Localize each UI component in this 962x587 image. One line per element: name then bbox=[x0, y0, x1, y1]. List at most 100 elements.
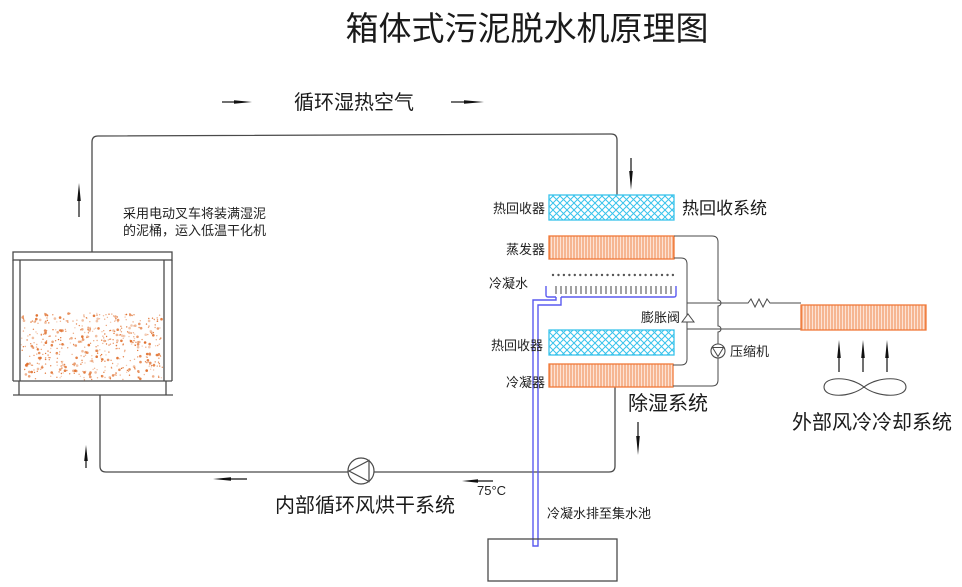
sludge-particle bbox=[120, 367, 123, 370]
sludge-particle bbox=[83, 376, 85, 379]
bottom-air-duct bbox=[99, 387, 616, 473]
sludge-particle bbox=[156, 319, 159, 321]
forklift-note-line-1: 采用电动叉车将装满湿泥 bbox=[123, 206, 266, 222]
sludge-particle bbox=[81, 359, 83, 361]
external-fan-icon bbox=[823, 378, 907, 396]
sludge-particle bbox=[112, 315, 115, 317]
sludge-particle bbox=[119, 358, 121, 360]
sludge-particle bbox=[98, 314, 101, 316]
condensate-droplet bbox=[562, 273, 566, 277]
sludge-particle bbox=[149, 363, 151, 366]
sludge-particle bbox=[105, 314, 107, 316]
condensate-droplet bbox=[595, 273, 598, 277]
sludge-particle bbox=[95, 349, 98, 353]
sludge-particle bbox=[82, 370, 84, 373]
sludge-particle bbox=[103, 337, 105, 339]
sludge-particle bbox=[62, 363, 65, 367]
circulating-air-label-group: 循环湿热空气 bbox=[222, 90, 484, 114]
condensate-droplet bbox=[639, 273, 642, 277]
sludge-particle bbox=[139, 377, 142, 381]
expansion-valve-icon bbox=[681, 313, 695, 323]
condensate-droplet bbox=[611, 273, 615, 277]
sludge-particle bbox=[103, 330, 105, 332]
sludge-particle bbox=[91, 330, 94, 332]
sludge-particle bbox=[21, 316, 25, 319]
sludge-particle bbox=[92, 314, 96, 318]
sludge-particle bbox=[86, 336, 88, 339]
sludge-particle bbox=[52, 373, 54, 375]
sludge-particle bbox=[78, 373, 80, 375]
condensate-droplets bbox=[551, 273, 675, 277]
sludge-particle bbox=[148, 342, 151, 346]
sludge-particle bbox=[58, 368, 62, 371]
sludge-particle bbox=[111, 362, 114, 365]
sludge-particle bbox=[160, 317, 163, 321]
sludge-particle bbox=[50, 365, 52, 367]
sludge-particle bbox=[116, 357, 118, 359]
sludge-particle bbox=[58, 371, 60, 373]
sludge-particle bbox=[45, 358, 47, 361]
sludge-particle bbox=[109, 329, 112, 332]
circulation-fan-icon bbox=[347, 457, 375, 485]
dehumidification-unit: 热回收器 热回收系统 蒸发器 冷凝水 热回收器 冷凝器 bbox=[489, 194, 767, 547]
sludge-particle bbox=[114, 315, 117, 318]
sludge-particle bbox=[105, 324, 108, 327]
sludge-particle bbox=[58, 316, 62, 319]
sludge-particle bbox=[33, 369, 35, 371]
sludge-particle bbox=[62, 372, 64, 374]
sludge-particle bbox=[61, 347, 63, 349]
sludge-particle bbox=[36, 332, 38, 335]
sludge-particle bbox=[84, 331, 86, 334]
sludge-particle bbox=[111, 374, 115, 377]
sludge-particle bbox=[34, 378, 37, 380]
sludge-particle bbox=[59, 351, 61, 353]
sludge-particle bbox=[120, 334, 124, 338]
sludge-particle bbox=[148, 343, 150, 345]
sludge-particle bbox=[105, 335, 108, 338]
sludge-particle bbox=[127, 370, 130, 372]
sludge-particle bbox=[61, 362, 63, 364]
sludge-particle bbox=[22, 319, 26, 323]
heat-recovery-bottom-label: 热回收器 bbox=[491, 339, 543, 354]
sludge-particle bbox=[133, 314, 135, 316]
sludge-particle bbox=[134, 344, 137, 347]
sludge-particle bbox=[72, 332, 75, 334]
sludge-particle bbox=[24, 373, 28, 376]
arrow-left-icon bbox=[213, 477, 247, 481]
sludge-particle bbox=[84, 350, 87, 354]
sludge-particle bbox=[125, 319, 127, 321]
sludge-particles bbox=[20, 312, 163, 381]
sludge-particle bbox=[48, 322, 50, 324]
sludge-particle bbox=[42, 338, 44, 340]
compressor-label: 压缩机 bbox=[730, 344, 769, 360]
sludge-particle bbox=[133, 367, 136, 369]
sludge-particle bbox=[87, 343, 91, 347]
sludge-particle bbox=[96, 339, 98, 342]
sludge-particle bbox=[87, 329, 89, 331]
sludge-particle bbox=[119, 374, 121, 376]
sludge-particle bbox=[75, 364, 79, 367]
sludge-particle bbox=[60, 337, 62, 339]
sludge-particle bbox=[93, 367, 96, 369]
sludge-particle bbox=[26, 339, 28, 341]
arrow-right-icon bbox=[222, 100, 252, 104]
sludge-particle bbox=[160, 377, 163, 379]
sludge-particle bbox=[95, 319, 99, 323]
sludge-particle bbox=[139, 354, 142, 358]
sludge-particle bbox=[81, 325, 83, 327]
sludge-particle bbox=[36, 370, 38, 372]
sludge-particle bbox=[81, 328, 84, 331]
sludge-particle bbox=[125, 313, 128, 316]
refrigerant-circuit: 膨胀阀 压缩机 bbox=[641, 235, 801, 387]
sludge-particle bbox=[102, 342, 104, 345]
sludge-particle bbox=[135, 341, 137, 343]
sludge-particle bbox=[98, 318, 101, 320]
sludge-particle bbox=[91, 378, 93, 381]
sludge-particle bbox=[139, 320, 141, 322]
sludge-particle bbox=[137, 376, 140, 379]
sludge-particle bbox=[103, 339, 106, 343]
sludge-particle bbox=[64, 328, 67, 331]
sludge-particle bbox=[35, 314, 39, 317]
sludge-particle bbox=[22, 330, 25, 332]
external-cooling-unit: 外部风冷冷却系统 bbox=[792, 304, 952, 434]
